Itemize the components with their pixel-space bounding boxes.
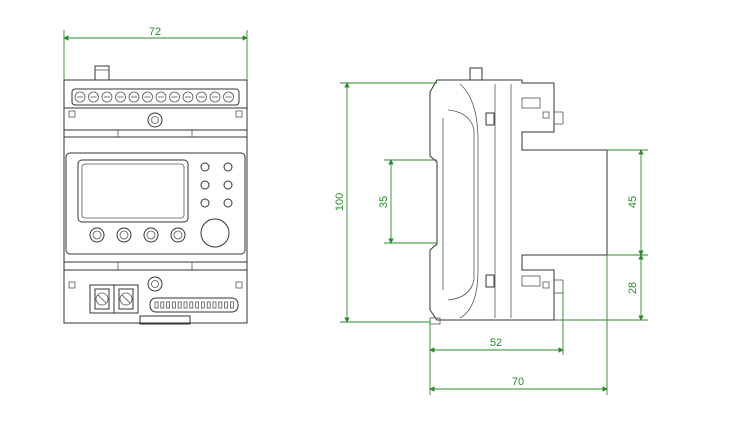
- connector-pin: [189, 301, 194, 309]
- terminal-screw: [88, 91, 99, 103]
- terminal-screw: [128, 91, 140, 103]
- connector-pin: [200, 301, 205, 309]
- terminal-screw: [169, 91, 180, 103]
- width-dimension-label: 72: [149, 26, 161, 38]
- connector-pin: [166, 301, 171, 309]
- connector-pin: [160, 301, 165, 309]
- rail-dimension-label: 35: [378, 196, 390, 208]
- depth45-dimension-label: 45: [627, 196, 639, 208]
- depth52-dimension-label: 52: [490, 337, 502, 349]
- connector-pin: [206, 301, 211, 309]
- bottom-connector-strip: [149, 297, 239, 313]
- front-knob: [200, 218, 230, 248]
- terminal-screw: [101, 91, 113, 103]
- front-bottom-screw: [147, 276, 163, 292]
- height-dimension-label: 100: [334, 193, 346, 211]
- terminal-screw: [155, 91, 167, 103]
- front-view: 72: [63, 26, 248, 325]
- front-din-clip: [139, 315, 191, 325]
- led-indicators: [200, 162, 233, 208]
- lcd-display: [77, 159, 189, 223]
- front-panel: [65, 152, 246, 255]
- side-top-connector: [469, 67, 483, 81]
- side-housing-outline: [429, 79, 608, 321]
- connector-pin: [195, 301, 200, 309]
- terminal-screw: [196, 91, 207, 103]
- terminal-screw: [209, 91, 221, 103]
- front-buttons: [89, 227, 186, 243]
- connector-pin: [154, 301, 159, 309]
- connector-pin: [218, 301, 223, 309]
- front-top-screw: [147, 112, 163, 128]
- connector-pin: [229, 301, 234, 309]
- top-terminal-strip: [71, 88, 240, 106]
- bottom-connector-pins: [154, 301, 234, 309]
- front-top-connector: [94, 65, 110, 81]
- connector-pin: [212, 301, 217, 309]
- connector-pin: [224, 301, 229, 309]
- side-view: 100 35 45 28 52 70: [334, 67, 648, 395]
- connector-pin: [177, 301, 182, 309]
- side-front-curve: [447, 109, 475, 301]
- connector-pin: [171, 301, 176, 309]
- terminal-screw: [223, 91, 234, 103]
- depth70-dimension-label: 70: [512, 376, 524, 388]
- side-latch-top: [485, 112, 495, 126]
- terminal-screw: [115, 91, 126, 103]
- terminal-screw: [182, 91, 194, 103]
- top-terminal-screws: [74, 91, 234, 103]
- connector-pin: [183, 301, 188, 309]
- terminal-screw: [142, 91, 153, 103]
- side-latch-bottom: [485, 274, 495, 288]
- terminal-screw: [74, 91, 86, 103]
- depth28-dimension-label: 28: [627, 282, 639, 294]
- front-housing-outline: [63, 79, 248, 324]
